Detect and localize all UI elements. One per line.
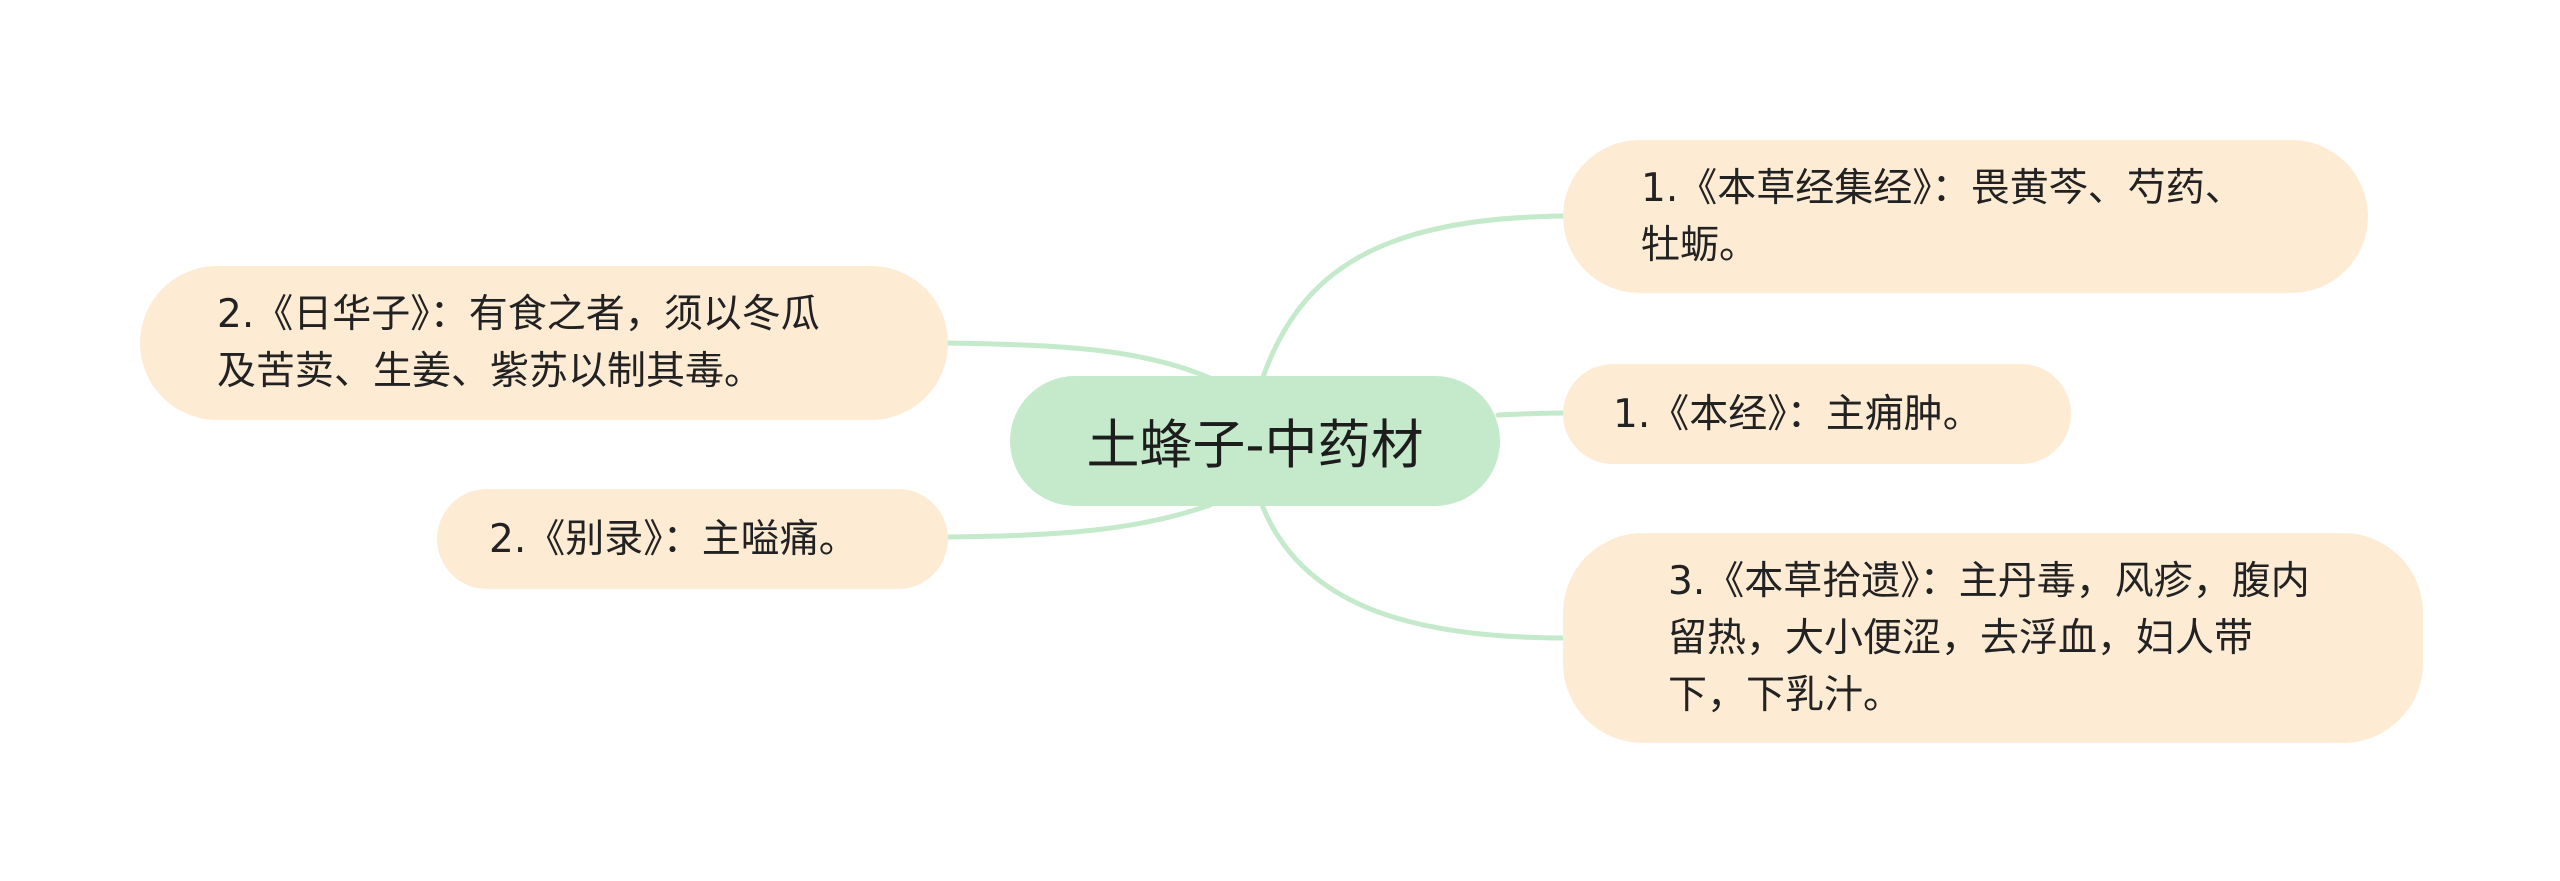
- topic-right-3[interactable]: 3.《本草拾遗》：主丹毒，风疹，腹内留热，大小便涩，去浮血，妇人带下，下乳汁。: [1563, 533, 2423, 743]
- topic-right-1[interactable]: 1.《本草经集经》：畏黄芩、芍药、牡蛎。: [1563, 140, 2368, 293]
- topic-left-1-label: 2.《日华子》：有食之者，须以冬瓜及苦荬、生姜、紫苏以制其毒。: [217, 292, 820, 394]
- central-topic-label: 土蜂子-中药材: [1086, 415, 1424, 476]
- topic-right-2-label: 1.《本经》：主痈肿。: [1613, 391, 1982, 437]
- topic-left-2[interactable]: 2.《别录》：主嗌痛。: [437, 489, 948, 589]
- topic-left-2-label: 2.《别录》：主嗌痛。: [489, 516, 858, 562]
- link-to-right-1: [1259, 213, 1568, 383]
- central-topic[interactable]: 土蜂子-中药材: [1010, 376, 1500, 506]
- topic-right-1-label: 1.《本草经集经》：畏黄芩、芍药、牡蛎。: [1641, 165, 2244, 268]
- link-to-left-1: [945, 340, 1213, 381]
- topic-right-2[interactable]: 1.《本经》：主痈肿。: [1563, 364, 2071, 464]
- topic-left-1[interactable]: 2.《日华子》：有食之者，须以冬瓜及苦荬、生姜、紫苏以制其毒。: [140, 266, 948, 420]
- link-to-right-2: [1495, 410, 1568, 418]
- topic-right-3-label: 3.《本草拾遗》：主丹毒，风疹，腹内留热，大小便涩，去浮血，妇人带下，下乳汁。: [1668, 558, 2310, 718]
- link-to-right-3: [1259, 502, 1568, 641]
- link-to-left-2: [945, 502, 1213, 540]
